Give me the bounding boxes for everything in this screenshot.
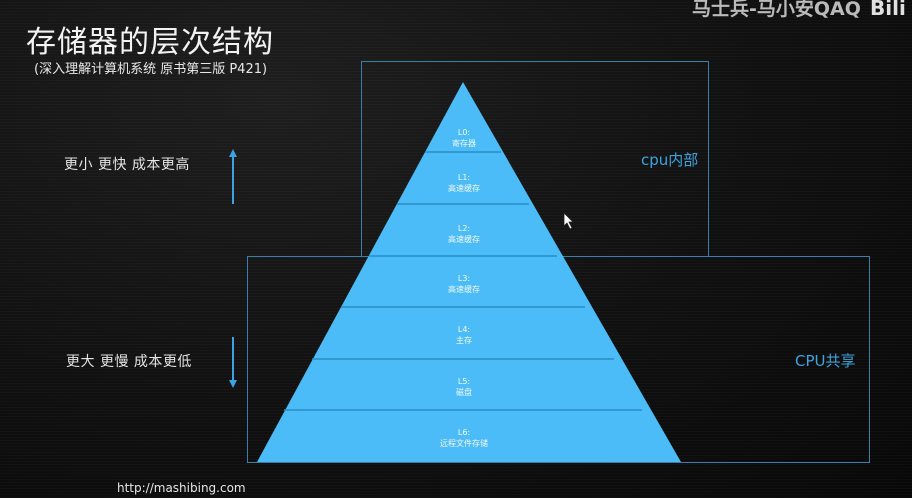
- pyramid-layer-l2: L2: 高速缓存: [404, 223, 524, 245]
- cpu-internal-label: cpu内部: [641, 151, 699, 169]
- layer-level: L3:: [457, 274, 471, 283]
- layer-name: 远程文件存储: [440, 439, 488, 448]
- arrow-down-shaft: [232, 337, 234, 380]
- layer-name: 主存: [456, 336, 472, 345]
- layer-name: 高速缓存: [448, 184, 480, 193]
- layer-name: 高速缓存: [448, 235, 480, 244]
- footer-url: http://mashibing.com: [117, 481, 246, 495]
- mouse-cursor-icon: [563, 212, 574, 230]
- pyramid-layer-l0: L0: 寄存器: [404, 127, 524, 149]
- faster-costlier-note: 更小 更快 成本更高: [64, 157, 190, 173]
- layer-name: 高速缓存: [448, 285, 480, 294]
- pyramid-layer-l5: L5: 磁盘: [404, 376, 524, 398]
- layer-level: L4:: [457, 325, 471, 334]
- layer-level: L6:: [457, 428, 471, 437]
- arrow-down-icon: [229, 380, 237, 388]
- layer-level: L2:: [457, 224, 471, 233]
- larger-cheaper-note: 更大 更慢 成本更低: [66, 354, 192, 370]
- watermark: 马士兵-马小安QAQ: [692, 0, 861, 20]
- layer-level: L5:: [457, 377, 471, 386]
- page-subtitle: (深入理解计算机系统 原书第三版 P421): [34, 62, 268, 77]
- bilibili-logo-icon: Bili: [870, 0, 906, 20]
- pyramid-layer-l3: L3: 高速缓存: [404, 273, 524, 295]
- layer-level: L0:: [457, 128, 471, 137]
- cpu-shared-label: CPU共享: [795, 352, 856, 370]
- layer-name: 磁盘: [456, 388, 472, 397]
- layer-level: L1:: [457, 173, 471, 182]
- pyramid-layer-l6: L6: 远程文件存储: [404, 427, 524, 449]
- layer-name: 寄存器: [452, 139, 476, 148]
- pyramid-layer-l1: L1: 高速缓存: [404, 172, 524, 194]
- pyramid-layer-l4: L4: 主存: [404, 324, 524, 346]
- arrow-up-icon: [229, 149, 237, 157]
- arrow-up-shaft: [232, 156, 234, 204]
- page-title: 存储器的层次结构: [26, 25, 274, 60]
